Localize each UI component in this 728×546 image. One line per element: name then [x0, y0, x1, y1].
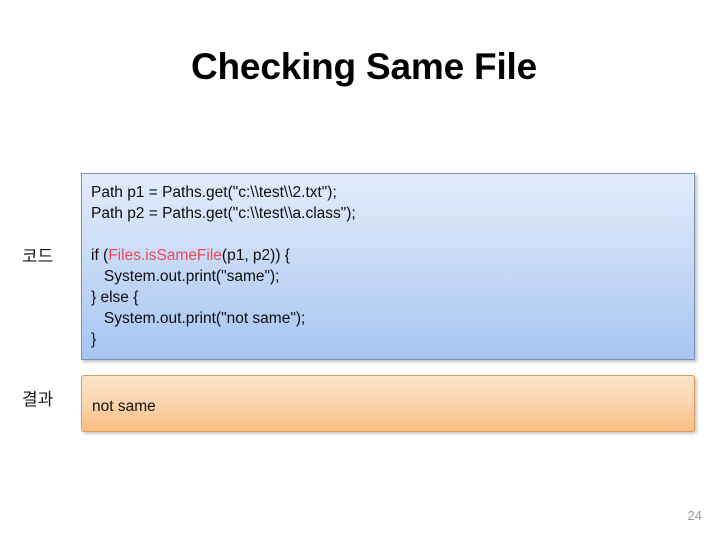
- result-output-text: not same: [92, 398, 156, 415]
- page-title: Checking Same File: [191, 46, 537, 87]
- code-token-if: if (: [91, 247, 109, 264]
- code-line: }: [91, 331, 97, 348]
- result-block: not same: [81, 375, 695, 432]
- code-line: System.out.print("same");: [91, 268, 280, 285]
- row-label-code: 코드: [22, 247, 54, 266]
- code-line: System.out.print("not same");: [91, 310, 306, 327]
- code-token-args: (p1, p2)) {: [221, 247, 290, 264]
- code-line: Path p2 = Paths.get("c:\\test\\a.class")…: [91, 205, 356, 222]
- code-line: } else {: [91, 289, 139, 306]
- code-token-highlight: Files.isSameFile: [108, 247, 222, 264]
- page-number: 24: [687, 508, 702, 523]
- code-block: Path p1 = Paths.get("c:\\test\\2.txt"); …: [81, 173, 695, 360]
- row-label-result: 결과: [22, 390, 54, 409]
- code-line-blank: [91, 224, 694, 245]
- code-line-conditional: if (Files.isSameFile(p1, p2)) {: [91, 245, 694, 266]
- code-line: Path p1 = Paths.get("c:\\test\\2.txt");: [91, 184, 337, 201]
